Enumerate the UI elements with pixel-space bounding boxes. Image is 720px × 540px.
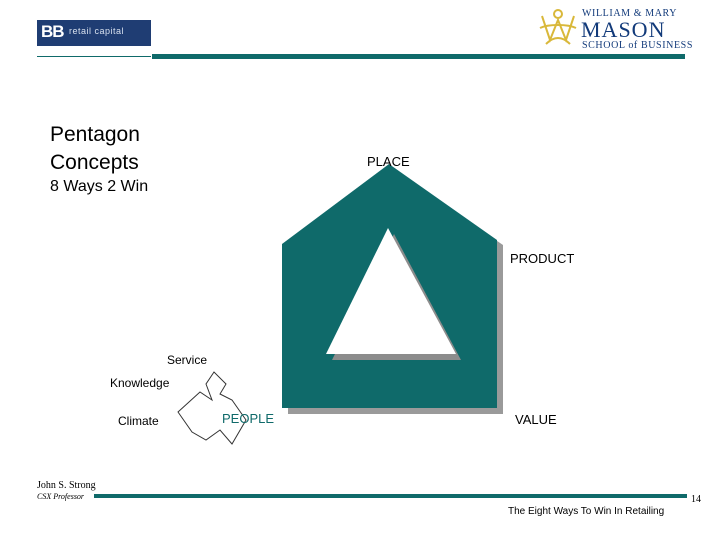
label-knowledge: Knowledge [110, 376, 170, 390]
footer-author: John S. Strong [37, 480, 96, 491]
label-product: PRODUCT [510, 251, 575, 266]
mason-logo-school: SCHOOL of BUSINESS [582, 40, 694, 51]
slide-title: Pentagon Concepts [50, 121, 140, 177]
slide-title-line2: Concepts [50, 151, 139, 174]
label-people: PEOPLE [222, 411, 275, 426]
page-number: 14 [691, 494, 701, 505]
label-climate: Climate [118, 414, 159, 428]
cypher-crest-icon [539, 9, 577, 45]
slide-subtitle: 8 Ways 2 Win [50, 178, 149, 195]
label-value: VALUE [515, 412, 557, 427]
mason-logo-name: MASON [581, 17, 666, 42]
header-bar [152, 54, 685, 59]
bb-retail-capital-logo: BB retail capital [37, 20, 151, 46]
label-service: Service [167, 353, 208, 367]
footer-bar [94, 494, 687, 498]
label-place: PLACE [367, 154, 410, 169]
bb-logo-text: retail capital [69, 26, 125, 36]
footer-author-role: CSX Professor [37, 492, 85, 501]
slide-title-line1: Pentagon [50, 123, 140, 146]
header-rule-left [37, 56, 151, 57]
mason-logo-top: WILLIAM & MARY [582, 8, 678, 19]
people-arrow-shape [177, 371, 247, 445]
inner-triangle [326, 228, 456, 354]
bb-logo-mark: BB [41, 22, 65, 41]
footer-title: The Eight Ways To Win In Retailing [508, 506, 665, 517]
